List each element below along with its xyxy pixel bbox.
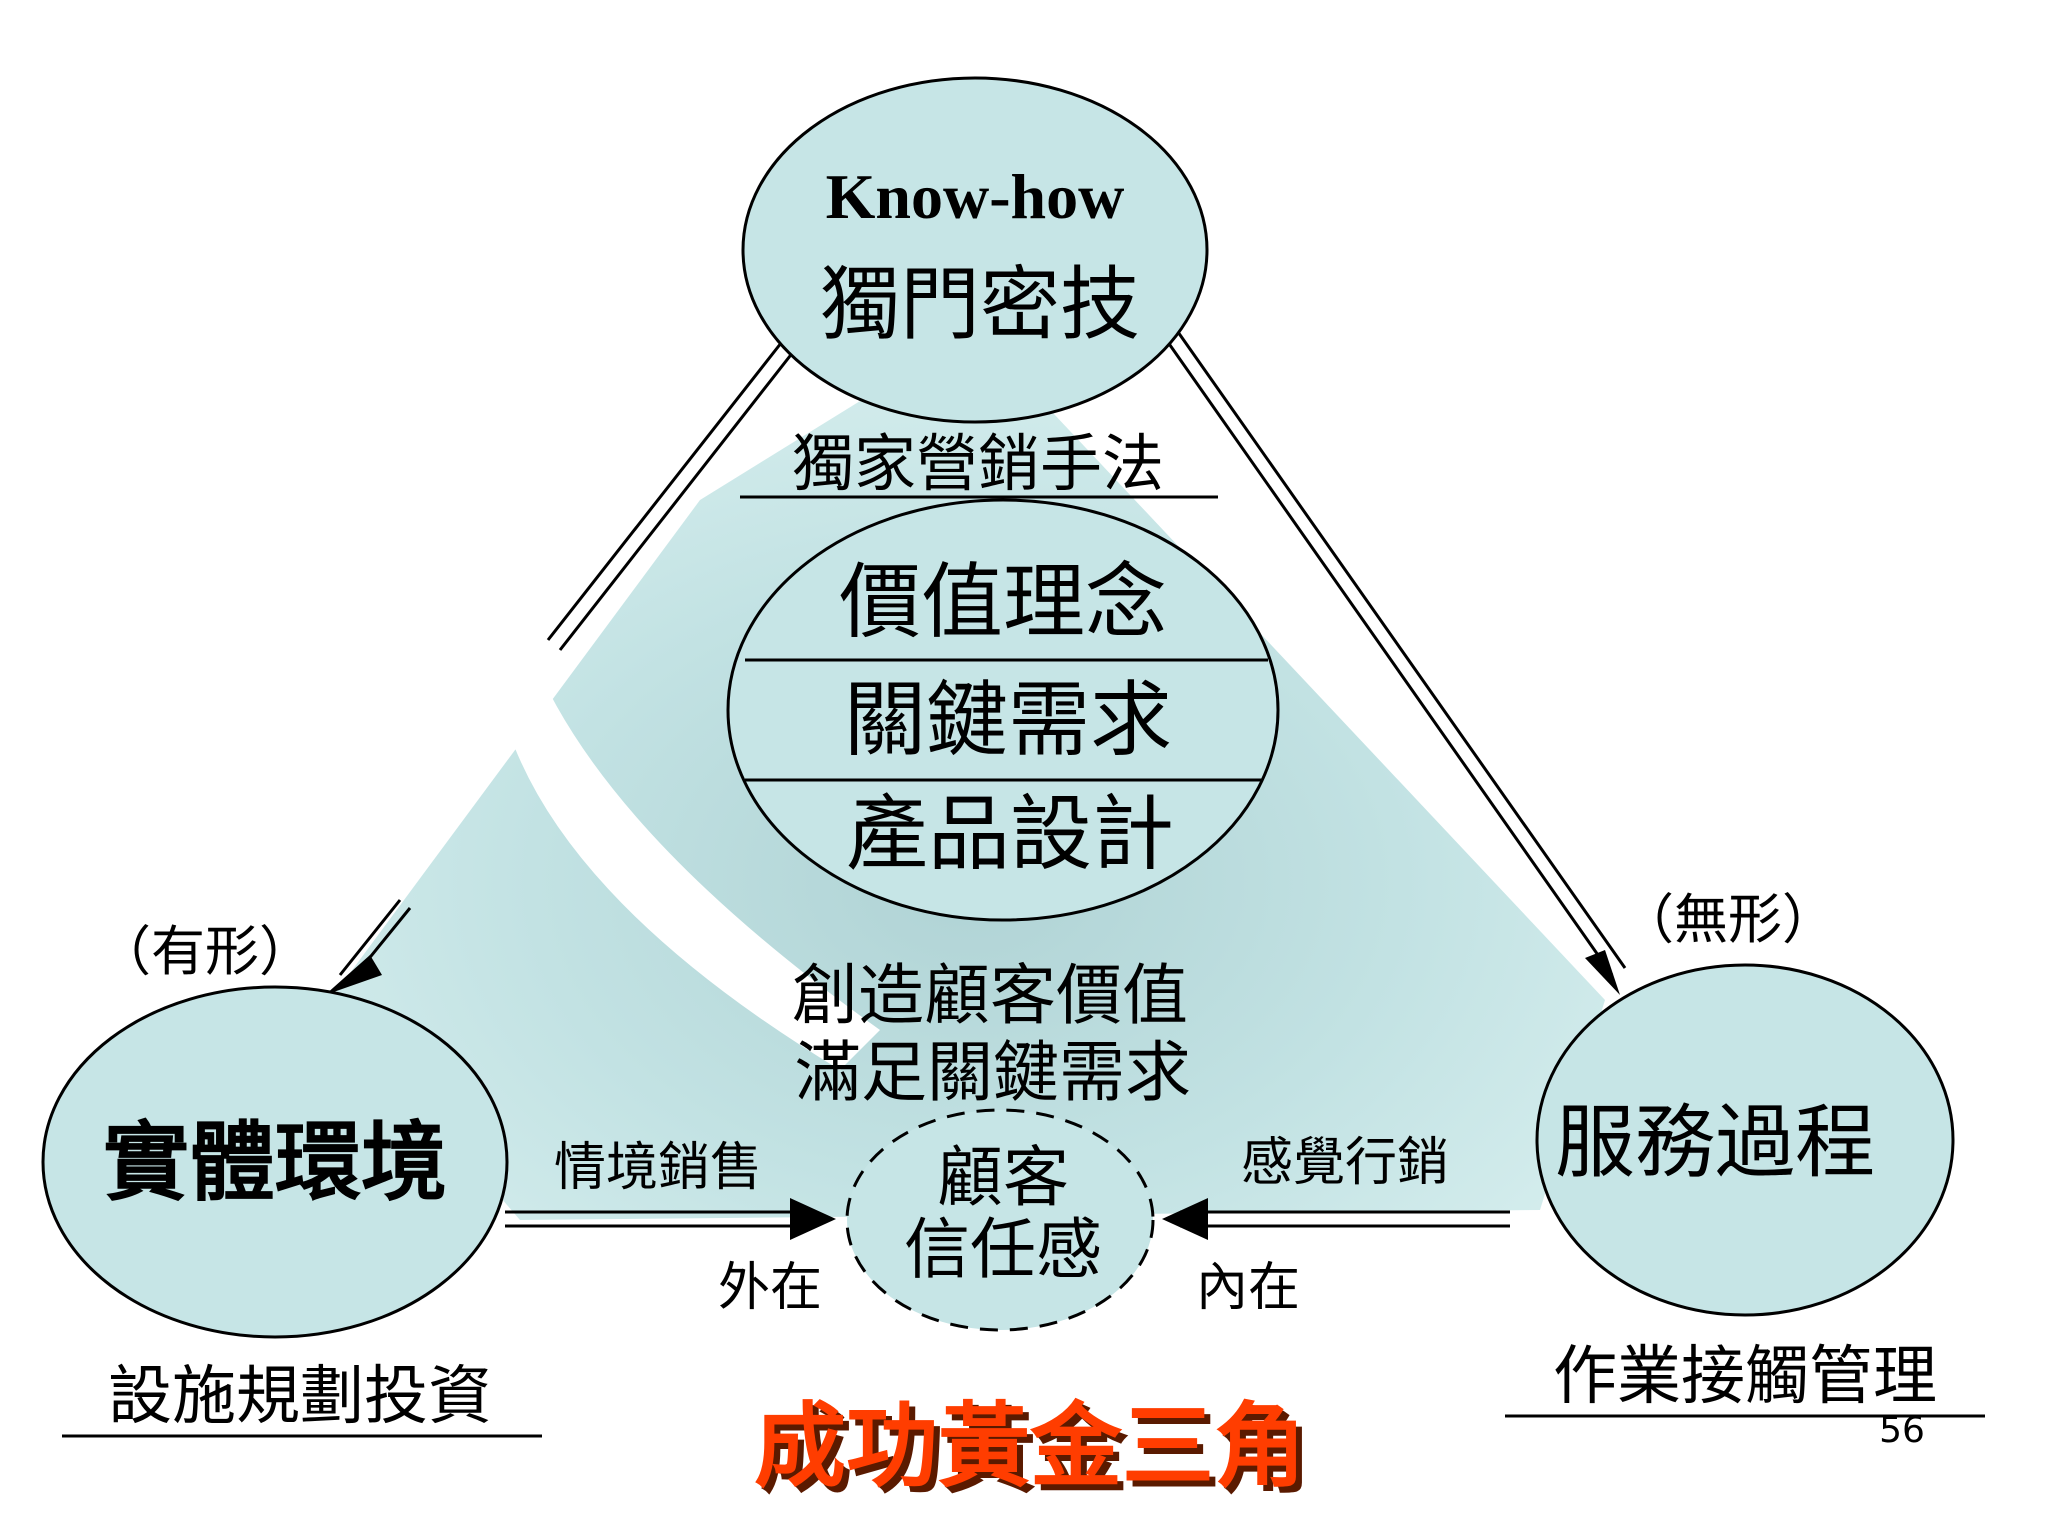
right-arrow-sub: 內在 (1196, 1258, 1300, 1318)
center-node-ellipse (845, 1108, 1155, 1332)
top-node-ellipse (741, 76, 1209, 424)
center-stack-row2: 關鍵需求 (844, 673, 1172, 768)
right-node-label: 服務過程 (1555, 1096, 1875, 1189)
left-node-tag: （有形） (97, 920, 313, 983)
center-text-line1: 創造顧客價值 (792, 957, 1188, 1034)
arrow-to-left-node (325, 955, 382, 995)
right-arrow-label: 感覺行銷 (1241, 1133, 1449, 1193)
arrow-to-right-node (1585, 950, 1620, 995)
left-node-label: 實體環境 (103, 1113, 447, 1213)
page-number: 56 (1879, 1410, 1925, 1451)
left-arrow-sub: 外在 (718, 1258, 822, 1318)
left-arrow-label: 情境銷售 (554, 1138, 762, 1198)
right-node-caption: 作業接觸管理 (1553, 1340, 1937, 1414)
top-node-caption: 獨家營銷手法 (792, 427, 1164, 500)
top-node-line2: 獨門密技 (820, 258, 1140, 351)
triangle-edges (338, 331, 1627, 1228)
center-node-line2: 信任感 (904, 1211, 1102, 1288)
center-stack-row3: 產品設計 (846, 787, 1174, 882)
right-node-tag: （無形） (1620, 888, 1836, 951)
center-text-line2: 滿足關鍵需求 (795, 1034, 1191, 1111)
center-stack-ellipse (726, 498, 1280, 922)
arrow-right-to-center (1162, 1198, 1208, 1240)
center-stack-row1: 價值理念 (839, 555, 1167, 650)
arrow-left-to-center (790, 1198, 836, 1240)
center-node-line1: 顧客 (937, 1139, 1069, 1216)
footer-title-shadow: 成功黃金三角 (760, 1399, 1312, 1506)
white-curved-band (505, 650, 880, 1070)
left-node-ellipse (41, 985, 509, 1339)
left-node-caption: 設施規劃投資 (108, 1360, 492, 1434)
center-stack: 價值理念 關鍵需求 產品設計 (726, 498, 1280, 922)
right-node-ellipse (1535, 963, 1955, 1317)
arrowheads (325, 950, 1620, 1240)
footer-title: 成功黃金三角 (754, 1393, 1306, 1500)
top-node-line1: Know-how (826, 161, 1125, 232)
